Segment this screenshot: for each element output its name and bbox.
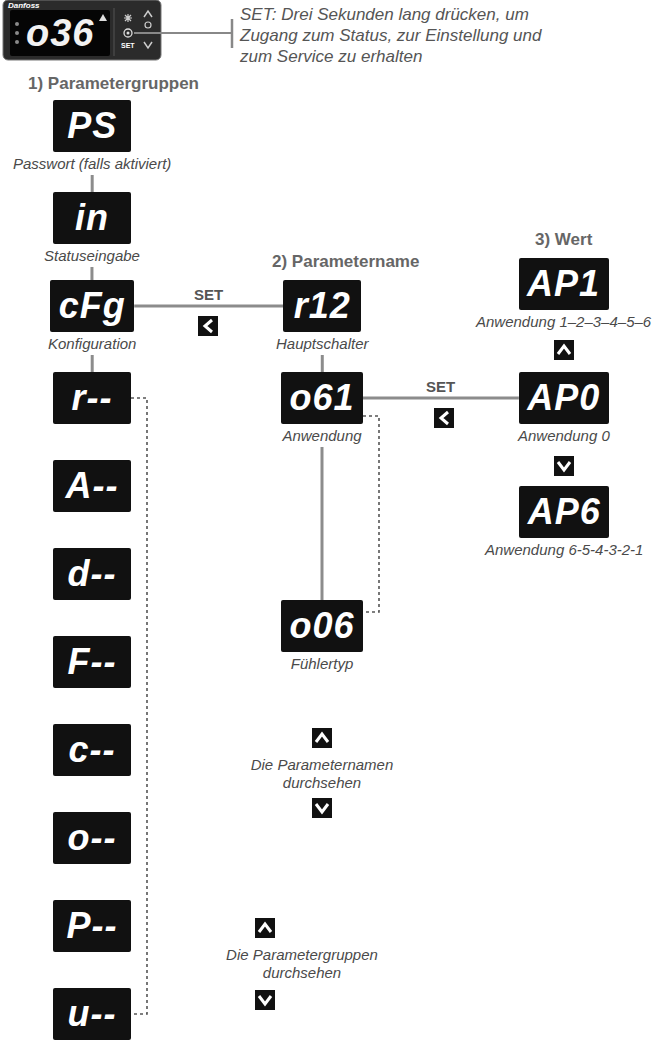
back-key-icon [198,316,218,336]
down-key-icon [255,990,275,1010]
display-node: o06Fühlertyp [281,600,363,673]
display-text: cFg [59,280,126,332]
navigation-note: Die Parametergruppen durchsehen [212,946,392,982]
up-key-icon [554,340,574,360]
display-text: in [75,192,109,244]
display-screen: P-- [53,900,131,952]
display-screen: r12 [283,280,361,332]
display-text: u-- [68,988,117,1040]
display-screen: in [53,192,131,244]
display-text: o61 [289,372,354,424]
display-text: c-- [69,724,116,776]
display-node: A-- [53,460,131,512]
menu-connector [321,447,324,600]
display-screen: AP6 [519,486,609,538]
display-text: r12 [294,280,351,332]
display-text: P-- [67,900,118,952]
key-label: SET [192,286,225,303]
display-screen: u-- [53,988,131,1040]
menu-connector [363,397,519,400]
display-screen: PS [53,100,131,152]
display-node: r12Hauptschalter [276,280,369,353]
display-text: d-- [68,548,117,600]
display-text: F-- [68,636,117,688]
display-screen: o-- [53,812,131,864]
display-caption: Anwendung 6-5-4-3-2-1 [485,541,643,559]
navigation-note: Die Parameternamen durchsehen [237,756,407,792]
display-caption: Anwendung 0 [518,427,610,445]
menu-connector [91,175,94,192]
display-screen: AP0 [519,372,609,424]
leader-line [134,19,232,48]
menu-connector [91,355,94,372]
display-readout: o36 [26,10,94,56]
up-key-icon [312,728,332,748]
section-heading: 3) Wert [535,230,592,250]
display-screen: AP1 [519,258,609,310]
down-key-icon [554,456,574,476]
display-node: AP6Anwendung 6-5-4-3-2-1 [485,486,643,559]
section-heading: 1) Parametergruppen [28,74,199,94]
display-node: PS Passwort (falls aktiviert) [13,100,171,173]
display-node: d-- [53,548,131,600]
display-screen: A-- [53,460,131,512]
display-screen: F-- [53,636,131,688]
key-label: SET [424,378,457,395]
menu-connector [321,355,324,372]
display-caption: Konfiguration [48,335,136,353]
controller-device [3,0,161,60]
menu-connector [134,305,283,308]
callout-note: SET: Drei Sekunden lang drücken, um Zuga… [240,4,550,67]
display-node: c-- [53,724,131,776]
display-node: AP1Anwendung 1–2–3–4–5–6 [476,258,651,331]
display-caption: Hauptschalter [276,335,369,353]
display-text: o-- [68,812,117,864]
display-screen: r-- [53,372,131,424]
up-key-icon [255,918,275,938]
display-text: AP6 [528,486,601,538]
display-node: o-- [53,812,131,864]
cycle-bracket [363,416,379,612]
display-node: inStatuseingabe [44,192,140,265]
section-heading: 2) Parametername [272,252,419,272]
menu-connector [90,267,93,280]
display-text: A-- [66,460,119,512]
display-node: F-- [53,636,131,688]
display-node: cFgKonfiguration [48,280,136,353]
display-screen: d-- [53,548,131,600]
down-key-icon [312,798,332,818]
display-text: r-- [72,372,113,424]
display-text: PS [67,100,117,152]
display-text: AP1 [527,258,600,310]
display-node: u-- [53,988,131,1040]
display-caption: Fühlertyp [281,655,363,673]
brand-logo: Danfoss [8,1,40,10]
back-key-icon [434,408,454,428]
display-node: r-- [53,372,131,424]
display-caption: Passwort (falls aktiviert) [13,155,171,173]
display-node: AP0Anwendung 0 [518,372,610,445]
button-label: SET [121,42,135,50]
display-caption: Anwendung [281,427,363,445]
display-text: AP0 [527,372,600,424]
display-caption: Statuseingabe [44,247,140,265]
display-screen: o06 [281,600,363,652]
cycle-bracket [131,398,147,1014]
display-caption: Anwendung 1–2–3–4–5–6 [476,313,651,331]
display-text: o06 [289,600,354,652]
display-node: o61Anwendung [281,372,363,445]
display-screen: c-- [53,724,131,776]
display-screen: cFg [50,280,134,332]
display-screen: o61 [281,372,363,424]
display-node: P-- [53,900,131,952]
